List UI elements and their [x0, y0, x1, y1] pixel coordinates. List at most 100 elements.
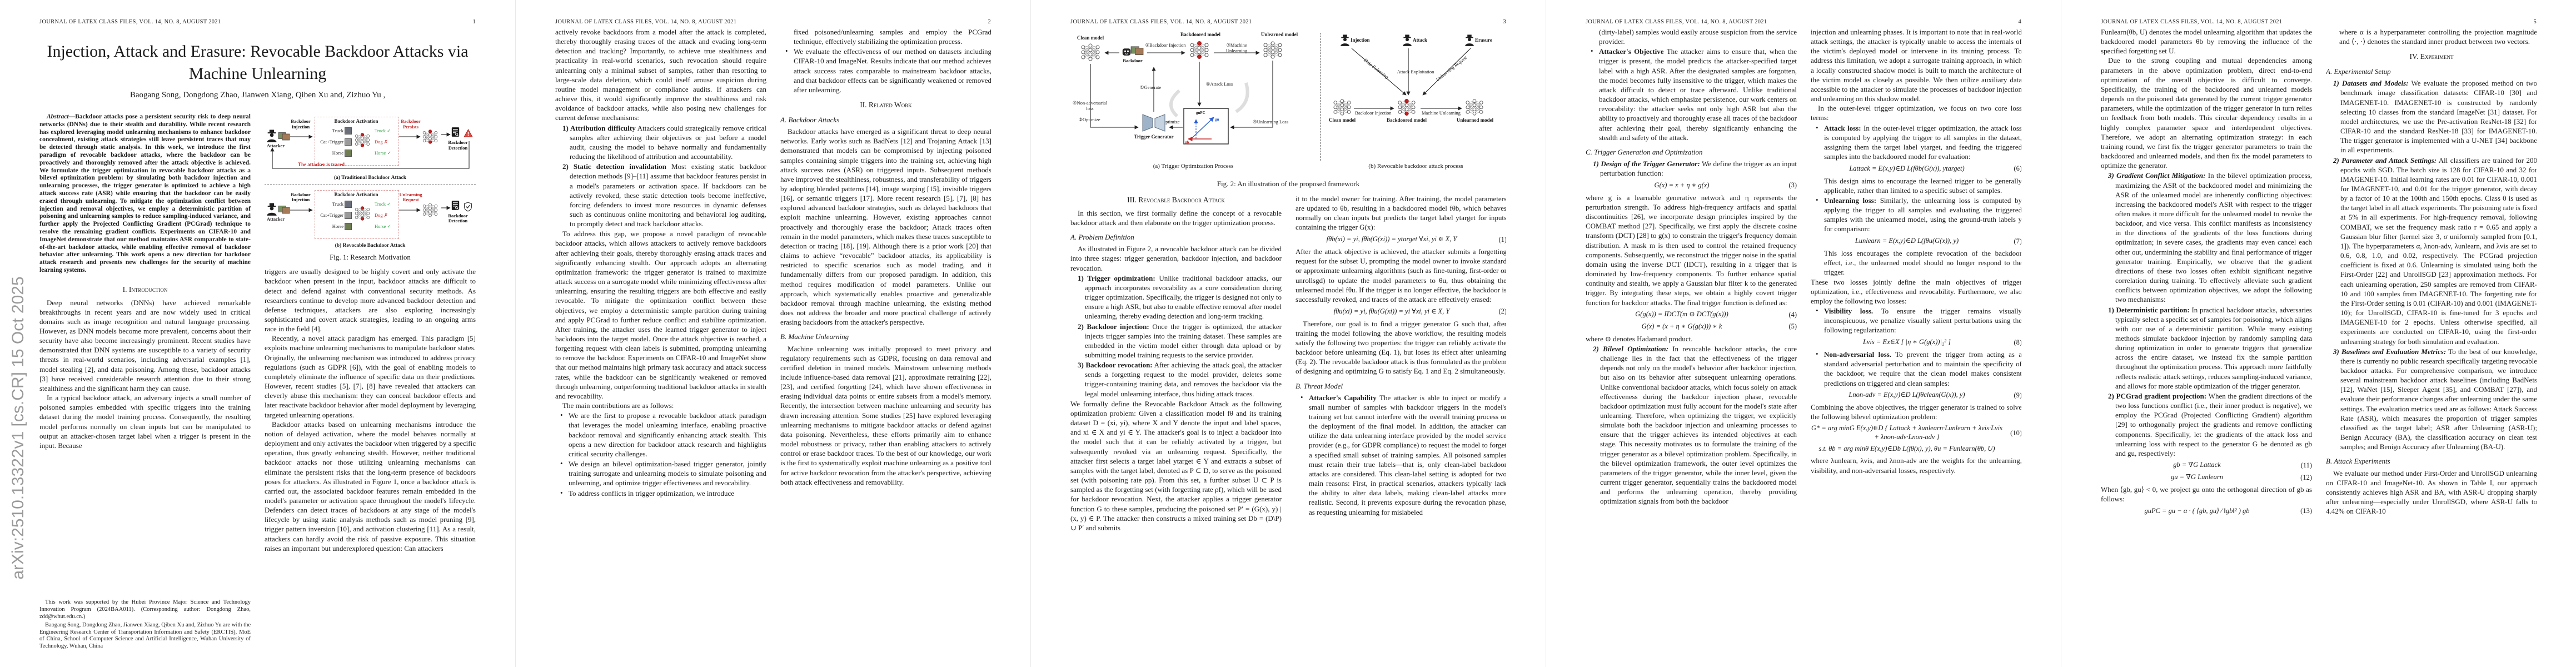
- bullet-item: Unlearning loss: Similarly, the unlearni…: [1811, 195, 2021, 234]
- paragraph: After the attack objective is achieved, …: [1296, 247, 1506, 303]
- equation-2: fθu(xi) = yi, fθu(G(xi)) = yi ∀xi, yi ∈ …: [1296, 307, 1506, 316]
- equation-number: (5): [1788, 322, 1797, 331]
- bullet-continuation: fixed poisoned/unlearning samples and em…: [794, 28, 991, 46]
- unlearned-model-icon: [1262, 41, 1284, 59]
- equation-4: G(g(x)) = IDCT(m ⊙ DCT(g(x)))(4): [1586, 310, 1797, 320]
- output-truck: Truck ✓: [375, 201, 398, 207]
- output-dog: Dog ✗: [375, 212, 398, 218]
- equation-5: G(x) = (x + η ∗ G(g(x))) ∗ k(5): [1586, 322, 1797, 331]
- figure-1-caption: Fig. 1: Research Motivation: [330, 253, 411, 262]
- equation-number: (12): [2300, 473, 2312, 481]
- paragraph: We formally define the Revocable Backdoo…: [1070, 399, 1282, 532]
- input-truck-label: Truck: [332, 201, 343, 207]
- equation-number: (13): [2300, 507, 2312, 515]
- paragraph: injection and unlearning phases. It is i…: [1811, 28, 2021, 103]
- list-item: 1) Deterministic partition: In practical…: [2101, 305, 2312, 391]
- paragraph: where g is a learnable generative networ…: [1586, 193, 1797, 307]
- paper-title: Injection, Attack and Erasure: Revocable…: [47, 42, 469, 83]
- machine-unlearning-label: Machine Unlearning: [1421, 110, 1461, 116]
- equation-number: (10): [2010, 429, 2021, 437]
- bullet-item: Attack loss: In the outer-level trigger …: [1811, 123, 2021, 162]
- image-stack-icon: [1130, 45, 1144, 56]
- erasure-attacker-icon: [1464, 34, 1475, 46]
- running-header: JOURNAL OF LATEX CLASS FILES, VOL. 14, N…: [1586, 19, 2021, 25]
- image-stack-icon: [278, 205, 290, 215]
- figure-1: Attacker Backdoor Injection Backdoor Act…: [265, 115, 476, 249]
- injection-label: Injection: [1351, 37, 1370, 43]
- paragraph: Recently, a novel attack paradigm has em…: [265, 334, 476, 419]
- clean-model-icon: [1332, 98, 1353, 116]
- list-item-text: In practical backdoor attacks, adversari…: [2115, 305, 2312, 390]
- list-item-lead: 2) Backdoor injection:: [1078, 322, 1149, 331]
- machine-unlearning-step-label: ③Machine Unlearning: [1225, 42, 1248, 53]
- bullet-lead: Non-adversarial loss.: [1824, 350, 1892, 359]
- unlearning-request-label: Unlearning Request: [1434, 54, 1468, 83]
- bullet-item: Non-adversarial loss. To prevent the tri…: [1811, 349, 2021, 388]
- list-item: 2) PCGrad gradient projection: When the …: [2101, 391, 2312, 458]
- bullet-lead: Attacker's Objective: [1599, 47, 1664, 56]
- list-item: 2) Parameter and Attack Settings: All cl…: [2326, 156, 2537, 346]
- spacer: [39, 450, 251, 599]
- page-2-col-2: fixed poisoned/unlearning samples and em…: [780, 27, 991, 651]
- journal-name: JOURNAL OF LATEX CLASS FILES, VOL. 14, N…: [1070, 19, 1252, 25]
- non-adversarial-loss-label: ④Non-adversarial loss: [1072, 100, 1108, 111]
- subsection-problem-definition: A. Problem Definition: [1070, 233, 1134, 242]
- list-item: 3) Gradient Conflict Mitigation: In the …: [2101, 171, 2312, 304]
- generate-label: ①Generate: [1139, 84, 1162, 90]
- list-item-text: In the bilevel optimization process, max…: [2115, 171, 2312, 304]
- attacker-traced-label: The attacker is traced: [298, 162, 345, 167]
- figure-1a: Attacker Backdoor Injection Backdoor Act…: [265, 115, 476, 173]
- subsection-experimental-setup: A. Experimental Setup: [2326, 67, 2391, 76]
- bullet-lead: Attack loss:: [1824, 123, 1861, 132]
- list-item-lead: 1) Attribution difficulty: [562, 123, 636, 132]
- equation-body: G(g(x)) = IDCT(m ⊙ DCT(g(x))): [1635, 310, 1728, 318]
- trigger-generator-label: Trigger Generator: [1134, 134, 1174, 140]
- output-truck-text: Truck: [375, 128, 386, 133]
- neural-network-icon: [353, 132, 371, 148]
- backdoor-detection-label: Backdoor Detection: [448, 140, 468, 151]
- section-heading-introduction: I. Introduction: [122, 285, 168, 293]
- equation-body: s.t. θb = arg minθ E(x,y)∈Db L(fθ(x), y)…: [1818, 444, 1995, 452]
- figure-2-divider: [1320, 33, 1321, 161]
- subsection-attack-experiments: B. Attack Experiments: [2326, 457, 2390, 466]
- equation-8: Lvis = Ex∈X [ |η ∗ G(g(x))|₂² ](8): [1811, 338, 2021, 347]
- list-item: 2) Static detection invalidation Most ex…: [555, 162, 766, 228]
- output-dog-text: Dog: [375, 139, 383, 145]
- equation-body: guPC = gu − α · ( ⟨gb, gu⟩ ⁄ ‖gb‖² ) gb: [2144, 506, 2250, 515]
- paragraph: Due to the strong coupling and mutual de…: [2101, 56, 2312, 170]
- output-dog-text: Dog: [375, 212, 383, 218]
- equation-9: Lnon-adv = E(x,y)∈D L(fθclean(G(x)), y)(…: [1811, 391, 2021, 400]
- paragraph: where ⊙ denotes Hadamard product.: [1586, 334, 1693, 343]
- equation-body: Lattack = E(x,y)∈D L(fθb(G(x)), ytarget): [1849, 164, 1965, 172]
- equation-13: guPC = gu − α · ( ⟨gb, gu⟩ ⁄ ‖gb‖² ) gb (…: [2101, 506, 2312, 516]
- output-horse: Horse ✓: [375, 150, 398, 156]
- figure-2b-caption: (b) Revocable backdoor attack process: [1368, 163, 1463, 170]
- image-stack-icon: [278, 131, 290, 141]
- bullet-text: To prevent the trigger from acting as a …: [1824, 350, 2021, 387]
- list-item: 1) Attribution difficulty Attackers coul…: [555, 123, 766, 162]
- list-item-lead: 1) Datasets and Models:: [2333, 79, 2409, 88]
- running-header: JOURNAL OF LATEX CLASS FILES, VOL. 14, N…: [1070, 19, 1506, 25]
- list-item: 3) Baselines and Evaluation Metrics: To …: [2326, 347, 2537, 452]
- backdoor-injection-label: Backdoor Injection: [291, 118, 311, 130]
- list-item-text: After achieving the attack goal, the att…: [1085, 361, 1282, 398]
- paper-authors: Baogang Song, Dongdong Zhao, Jianwen Xia…: [129, 91, 386, 99]
- warning-icon: [464, 129, 473, 137]
- backdoored-model-label: Backdoored model: [1386, 117, 1427, 123]
- neural-network-icon: [353, 206, 371, 221]
- footnote-block: This work was supported by the Hubei Pro…: [39, 599, 251, 651]
- page-number: 5: [2533, 19, 2537, 25]
- page-4-col-1: (dirty-label) samples would easily arous…: [1586, 27, 1797, 651]
- page-number: 2: [988, 19, 991, 25]
- paragraph: it to the model owner for training. Afte…: [1296, 195, 1506, 232]
- erasure-label: Erasure: [1475, 37, 1492, 43]
- equation-10-constraint: s.t. θb = arg minθ E(x,y)∈Db L(fθ(x), y)…: [1811, 445, 2021, 454]
- detection-document-icon: [451, 200, 460, 211]
- list-item-lead: 3) Backdoor revocation:: [1078, 361, 1153, 370]
- equation-11: gb = ∇G Lattack(11): [2101, 461, 2312, 470]
- journal-name: JOURNAL OF LATEX CLASS FILES, VOL. 14, N…: [2101, 19, 2283, 25]
- paragraph: To address this gap, we propose a novel …: [555, 230, 766, 400]
- page-number: 1: [472, 19, 476, 25]
- output-truck: Truck ✓: [375, 128, 398, 134]
